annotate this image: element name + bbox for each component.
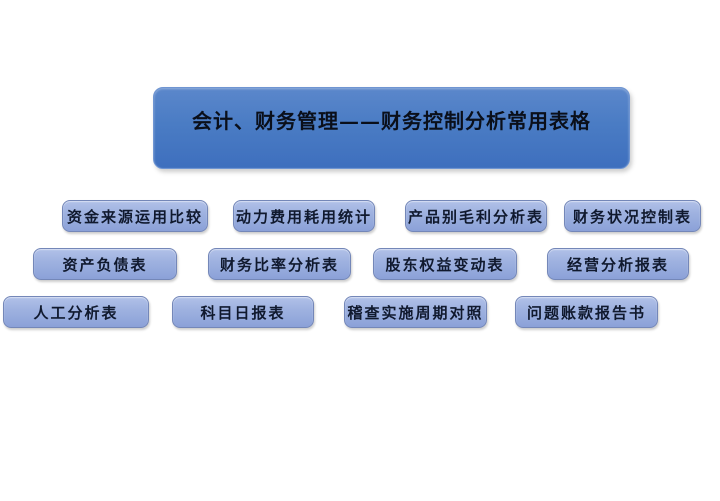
diagram-node-row3-col4: 问题账款报告书: [515, 296, 658, 328]
diagram-node-row2-col3: 股东权益变动表: [373, 248, 517, 280]
title-banner: 会计、财务管理——财务控制分析常用表格: [153, 87, 630, 169]
diagram-node-row1-col4: 财务状况控制表: [564, 200, 701, 232]
diagram-node-row3-col2: 科目日报表: [172, 296, 314, 328]
diagram-title: 会计、财务管理——财务控制分析常用表格: [192, 108, 591, 133]
diagram-node-row1-col2: 动力费用耗用统计: [233, 200, 375, 232]
diagram-node-row3-col1: 人工分析表: [3, 296, 149, 328]
diagram-node-row1-col3: 产品别毛利分析表: [405, 200, 547, 232]
diagram-node-row2-col4: 经营分析报表: [547, 248, 689, 280]
diagram-node-row2-col2: 财务比率分析表: [208, 248, 351, 280]
diagram-node-row2-col1: 资产负债表: [33, 248, 177, 280]
diagram-node-row3-col3: 稽查实施周期对照: [344, 296, 487, 328]
diagram-node-row1-col1: 资金来源运用比较: [62, 200, 208, 232]
